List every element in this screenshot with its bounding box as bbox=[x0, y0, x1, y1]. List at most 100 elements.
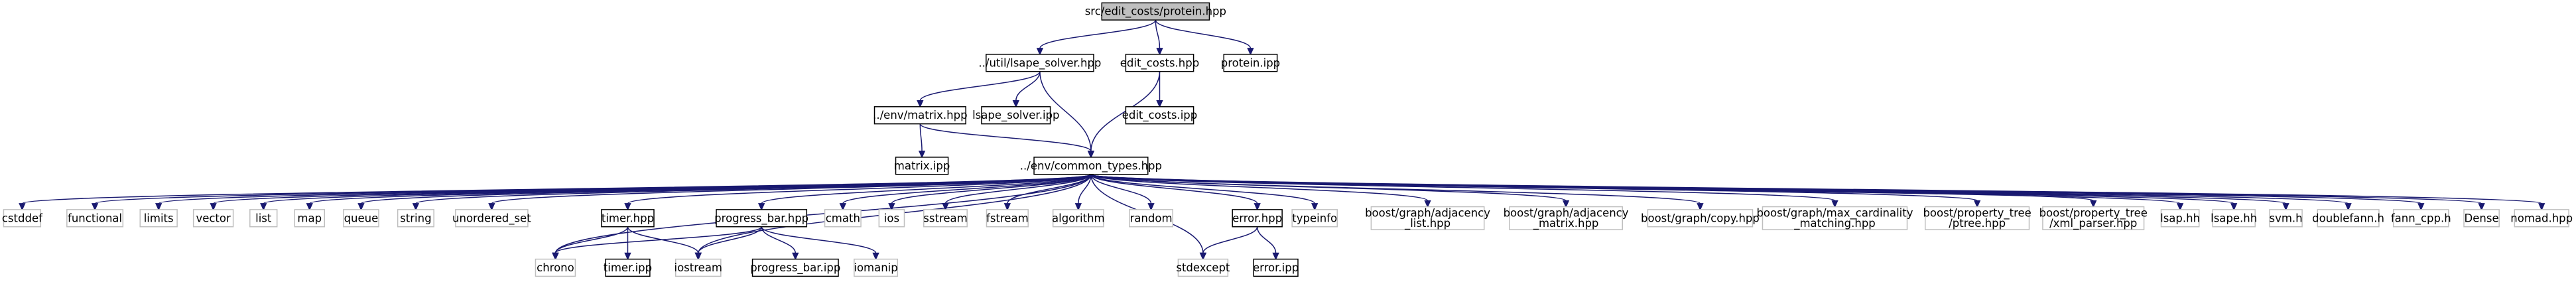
edge-error_hpp-to-error_ipp bbox=[1256, 226, 1279, 261]
node-label: cstddef bbox=[2, 212, 43, 224]
node-protein-ipp[interactable]: protein.ipp bbox=[1221, 54, 1280, 72]
edge-progress_bar_hpp-to-chrono bbox=[552, 226, 762, 261]
edge-common_types_hpp-to-adjacency_list bbox=[1090, 174, 1431, 208]
edge-line bbox=[554, 226, 762, 254]
edge-arrowhead bbox=[694, 252, 702, 261]
edge-line bbox=[1202, 226, 1258, 253]
node-matrix-ipp[interactable]: matrix.ipp bbox=[894, 157, 950, 175]
node-common-types-hpp[interactable]: ../env/common_types.hpp bbox=[1020, 157, 1162, 175]
node-label: iostream bbox=[675, 261, 723, 274]
edges-layer bbox=[19, 19, 2545, 261]
node-box bbox=[824, 209, 862, 228]
node-box bbox=[1509, 206, 1623, 230]
node-error-hpp[interactable]: error.hpp bbox=[1232, 209, 1283, 228]
edge-line bbox=[1039, 19, 1157, 49]
node-label: sstream bbox=[923, 212, 967, 224]
node-lsape-solver-hpp[interactable]: ../util/lsape_solver.hpp bbox=[978, 54, 1101, 72]
edge-line bbox=[1090, 174, 1152, 204]
node-label: ../env/common_types.hpp bbox=[1020, 159, 1162, 173]
edge-line bbox=[554, 174, 1092, 253]
edge-line bbox=[1078, 174, 1092, 204]
node-protein-hpp[interactable]: src/edit_costs/protein.hpp bbox=[1085, 2, 1226, 21]
edge-line bbox=[1090, 174, 1315, 204]
node-box bbox=[2269, 209, 2303, 228]
edge-matrix_hpp-to-common_types_hpp bbox=[919, 123, 1095, 159]
edge-arrowhead bbox=[19, 203, 26, 211]
edge-arrowhead bbox=[2538, 203, 2545, 211]
edge-arrowhead bbox=[1697, 203, 1704, 211]
node-matrix-hpp[interactable]: ../env/matrix.hpp bbox=[873, 106, 968, 125]
edge-arrowhead bbox=[2282, 203, 2289, 211]
node-label: lsape_solver.ipp bbox=[972, 109, 1059, 122]
edge-arrowhead bbox=[1074, 203, 1082, 211]
node-label: functional bbox=[68, 212, 122, 224]
node-edit-costs-ipp[interactable]: edit_costs.ipp bbox=[1122, 106, 1198, 125]
edge-arrowhead bbox=[1199, 252, 1207, 261]
edge-arrowhead bbox=[412, 203, 420, 211]
node-max-card: boost/graph/max_cardinality_matching.hpp bbox=[1756, 206, 1913, 230]
node-iomanip: iomanip bbox=[854, 258, 899, 277]
node-adjacency-list: boost/graph/adjacency_list.hpp bbox=[1365, 206, 1490, 230]
node-box bbox=[878, 209, 905, 228]
edge-timer_hpp-to-iostream bbox=[627, 226, 702, 261]
edge-arrowhead bbox=[1147, 203, 1155, 211]
node-box bbox=[294, 209, 325, 228]
node-progress-bar-hpp[interactable]: progress_bar.hpp bbox=[714, 209, 808, 228]
node-box bbox=[2463, 209, 2500, 228]
edge-line bbox=[761, 174, 1092, 204]
node-label: edit_costs.ipp bbox=[1122, 109, 1198, 122]
node-label: matrix.ipp bbox=[894, 159, 950, 172]
edge-arrowhead bbox=[210, 203, 217, 211]
edge-lsape_solver_hpp-to-matrix_hpp bbox=[917, 71, 1041, 108]
node-cstddef: cstddef bbox=[2, 209, 43, 228]
node-error-ipp[interactable]: error.ipp bbox=[1253, 258, 1299, 277]
edge-protein_hpp-to-lsape_solver_hpp bbox=[1036, 19, 1157, 56]
edge-common_types_hpp-to-progress_bar_hpp bbox=[758, 174, 1092, 211]
edge-arrowhead bbox=[1156, 100, 1163, 108]
node-label: list bbox=[255, 212, 272, 224]
node-timer-hpp[interactable]: timer.hpp bbox=[601, 209, 655, 228]
node-label: ios bbox=[884, 212, 899, 224]
edge-arrowhead bbox=[306, 203, 313, 211]
edge-line bbox=[1090, 174, 1701, 204]
node-box bbox=[1370, 206, 1485, 230]
node-functional: functional bbox=[66, 209, 124, 228]
node-box bbox=[854, 258, 899, 277]
node-label: _matrix.hpp bbox=[1533, 217, 1599, 230]
node-lsap-hh: lsap.hh bbox=[2160, 209, 2200, 228]
node-progress-bar-ipp[interactable]: progress_bar.ipp bbox=[750, 258, 840, 277]
node-lsape-hh: lsape.hh bbox=[2211, 209, 2257, 228]
node-label: /ptree.hpp bbox=[1949, 217, 2006, 230]
node-limits: limits bbox=[139, 209, 178, 228]
node-label: boost/graph/max_cardinality bbox=[1756, 207, 1913, 220]
edge-line bbox=[842, 174, 1092, 204]
edge-common_types_hpp-to-algorithm bbox=[1074, 174, 1092, 211]
edge-arrowhead bbox=[2345, 203, 2352, 211]
edge-line bbox=[1155, 19, 1252, 49]
node-box bbox=[1232, 209, 1283, 228]
node-label: algorithm bbox=[1052, 212, 1105, 224]
node-label: fann_cpp.h bbox=[2391, 212, 2451, 225]
node-label: doublefann.h bbox=[2312, 212, 2384, 224]
node-box bbox=[455, 209, 529, 228]
node-unordered-set: unordered_set bbox=[452, 209, 531, 228]
edge-progress_bar_hpp-to-iomanip bbox=[761, 226, 879, 261]
node-label: cmath bbox=[826, 212, 860, 224]
node-lsape-solver-ipp[interactable]: lsape_solver.ipp bbox=[972, 106, 1059, 125]
node-stdexcept: stdexcept bbox=[1176, 258, 1230, 277]
edge-arrowhead bbox=[1831, 200, 1838, 208]
edge-protein_hpp-to-edit_costs_hpp bbox=[1155, 20, 1163, 56]
edge-arrowhead bbox=[792, 252, 799, 261]
node-box bbox=[3, 209, 42, 228]
edge-arrowhead bbox=[2417, 203, 2425, 211]
node-box bbox=[535, 258, 576, 277]
node-box bbox=[343, 209, 379, 228]
node-edit-costs-hpp[interactable]: edit_costs.hpp bbox=[1120, 54, 1199, 72]
edge-common_types_hpp-to-timer_hpp bbox=[624, 174, 1092, 211]
node-box bbox=[981, 106, 1051, 125]
node-timer-ipp[interactable]: timer.ipp bbox=[604, 258, 652, 277]
edge-line bbox=[1090, 174, 1258, 204]
edge-arrowhead bbox=[872, 252, 879, 261]
node-box bbox=[2317, 209, 2380, 228]
node-box bbox=[601, 209, 655, 228]
